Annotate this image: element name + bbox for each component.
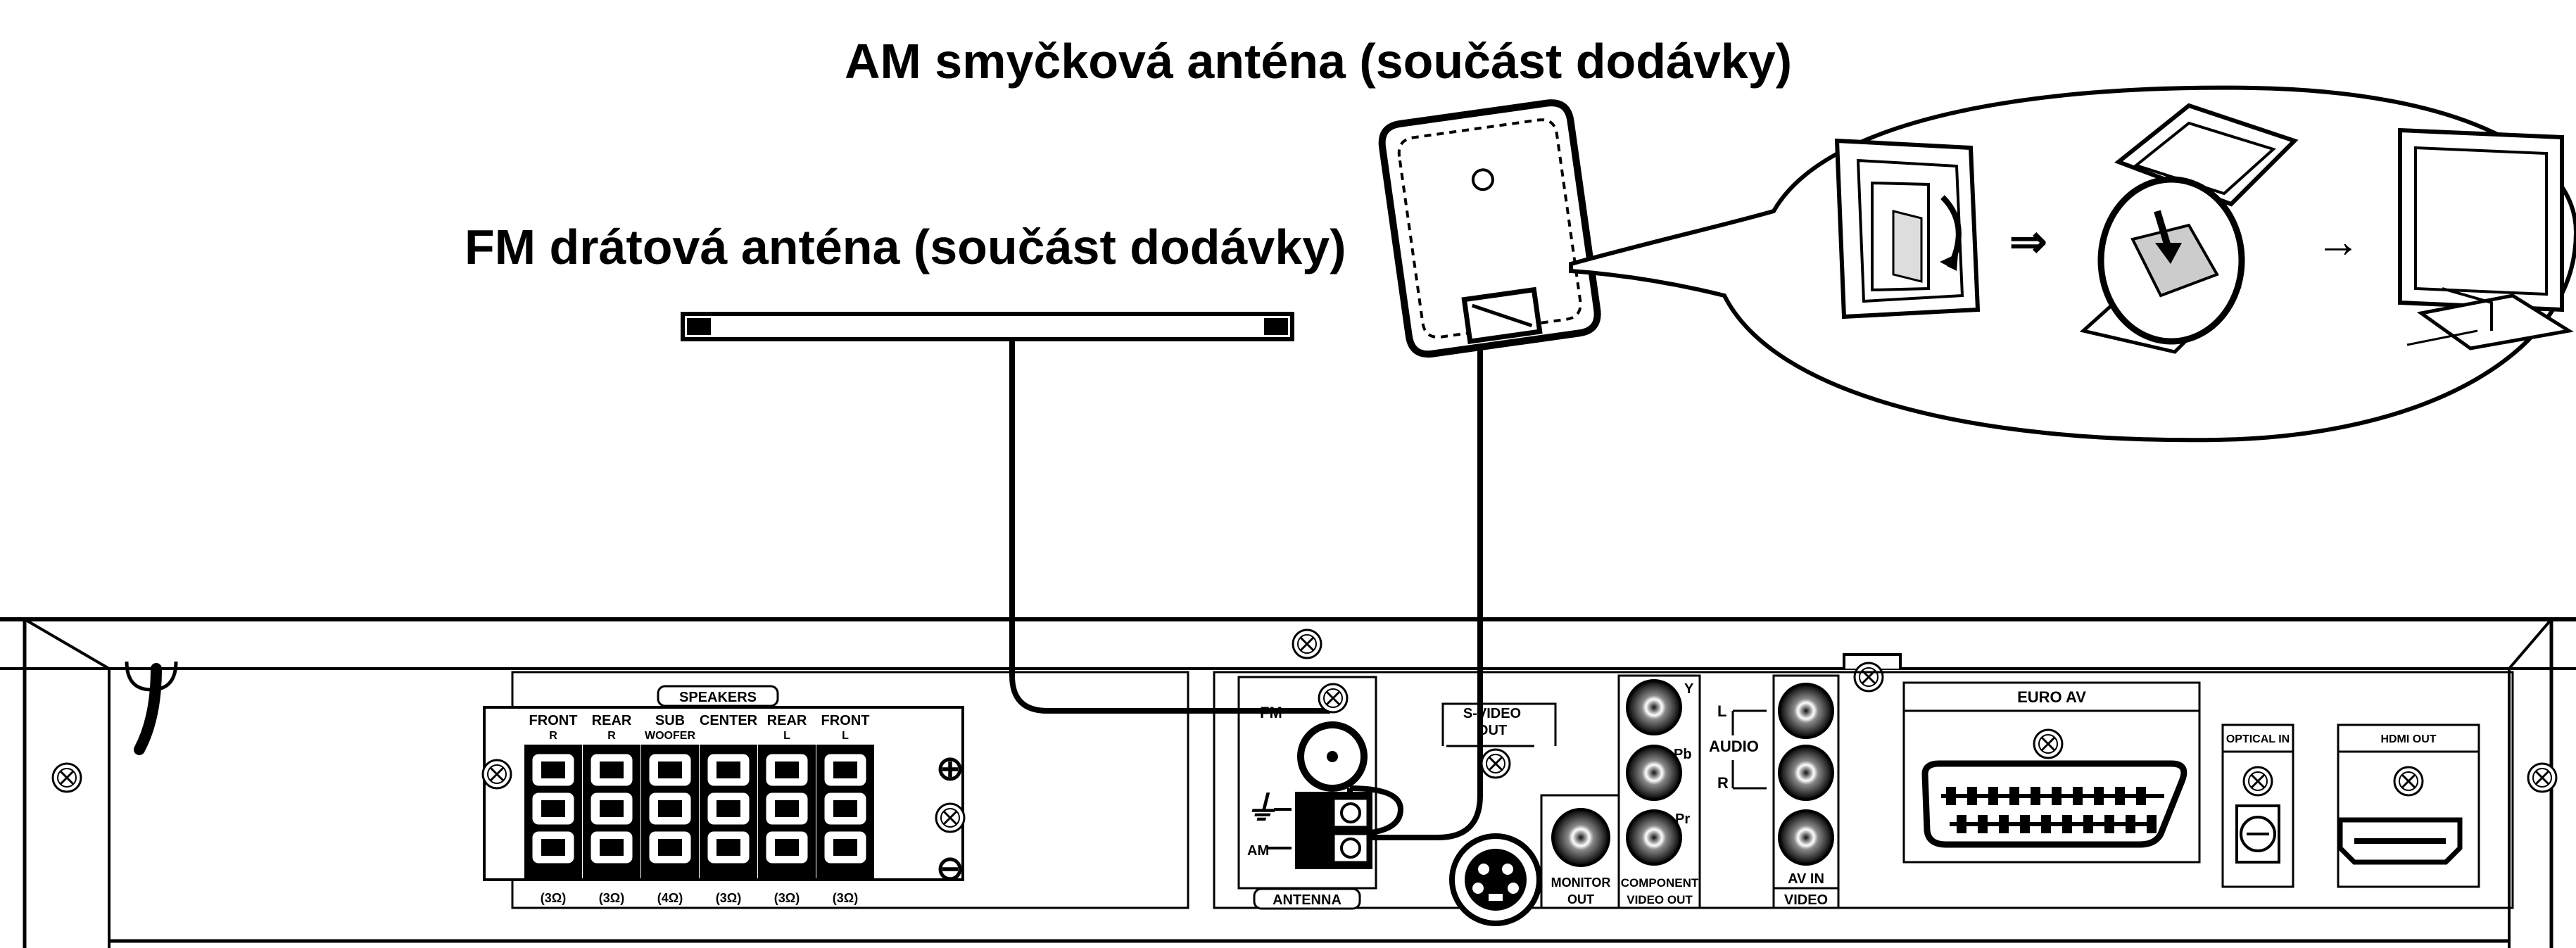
speaker-impedance: (4Ω) bbox=[657, 891, 683, 905]
speaker-impedance: (3Ω) bbox=[599, 891, 624, 905]
am-loop-antenna bbox=[1378, 99, 1601, 358]
io-section: FM ⏚ AM ANTENNA S-VIDEO OUT bbox=[1213, 671, 2514, 926]
avin-label: AV IN bbox=[1788, 871, 1824, 887]
speaker-name-line1: SUB bbox=[655, 713, 685, 728]
hdmi-out-label: HDMI OUT bbox=[2380, 733, 2436, 745]
am-antenna-cable bbox=[1347, 331, 1483, 840]
y-label: Y bbox=[1684, 681, 1694, 697]
component-pb-jack bbox=[1626, 745, 1682, 801]
speaker-impedance: (3Ω) bbox=[716, 891, 741, 905]
svideo-label-line2: OUT bbox=[1477, 723, 1507, 738]
audio-l-label: L bbox=[1717, 702, 1726, 720]
speaker-name-line1: CENTER bbox=[700, 713, 758, 728]
pr-label: Pr bbox=[1675, 811, 1690, 827]
optical-in-label: OPTICAL IN bbox=[2226, 733, 2290, 745]
scart-pin-rail bbox=[1941, 794, 2164, 826]
plus-sign: ⊕ bbox=[936, 750, 964, 788]
speaker-name-line2: R bbox=[549, 730, 557, 742]
pb-label: Pb bbox=[1674, 747, 1692, 762]
step-arrow-1: ⇒ bbox=[2009, 216, 2047, 267]
speaker-name-line1: REAR bbox=[767, 713, 807, 728]
speaker-impedance: (3Ω) bbox=[833, 891, 858, 905]
euro-av-label: EURO AV bbox=[2017, 688, 2086, 706]
minus-sign: ⊖ bbox=[936, 850, 964, 887]
component-y-jack bbox=[1626, 679, 1682, 735]
speaker-name-line1: FRONT bbox=[529, 713, 578, 728]
speakers-header: SPEAKERS bbox=[679, 690, 757, 705]
speaker-terminal bbox=[758, 745, 816, 878]
ground-symbol: ⏚ bbox=[1244, 790, 1278, 828]
audio-r-label: R bbox=[1717, 774, 1729, 792]
speaker-name-line2: L bbox=[842, 730, 849, 742]
svideo-label-line1: S-VIDEO bbox=[1463, 706, 1521, 721]
assembly-callout: ⇒ → bbox=[1569, 85, 2576, 443]
component-pr-jack bbox=[1626, 809, 1682, 866]
step-arrow-2: → bbox=[2316, 216, 2361, 267]
monitor-out-jack bbox=[1551, 808, 1610, 867]
power-cord bbox=[134, 663, 162, 755]
video-label: VIDEO bbox=[1784, 892, 1828, 908]
fm-label: FM bbox=[1260, 704, 1282, 721]
speaker-name-line2: R bbox=[607, 730, 616, 742]
speaker-terminal bbox=[700, 745, 757, 878]
component-label-line2: VIDEO OUT bbox=[1627, 893, 1693, 906]
speaker-name-line2: L bbox=[783, 730, 790, 742]
speaker-name-line2: WOOFER bbox=[645, 730, 695, 742]
speaker-name-line1: REAR bbox=[592, 713, 632, 728]
am-label: AM bbox=[1247, 843, 1269, 859]
audio-label: AUDIO bbox=[1709, 738, 1759, 755]
antenna-label: ANTENNA bbox=[1273, 892, 1341, 908]
unit-rear-panel: SPEAKERS ⊕ ⊖ FM ⏚ bbox=[0, 617, 2576, 948]
fm-antenna-title: FM drátová anténa (součást dodávky) bbox=[465, 220, 1346, 274]
speaker-terminal bbox=[524, 745, 582, 878]
step-1-figure bbox=[1834, 138, 1981, 320]
step-2-figure bbox=[2079, 103, 2299, 354]
speaker-impedance: (3Ω) bbox=[774, 891, 800, 905]
audio-l-jack bbox=[1778, 683, 1834, 739]
speaker-name-line1: FRONT bbox=[821, 713, 870, 728]
step-3-figure bbox=[2398, 127, 2574, 350]
speaker-terminal bbox=[816, 745, 874, 878]
fm-wire-antenna bbox=[681, 312, 1294, 341]
speaker-terminal bbox=[641, 745, 699, 878]
am-antenna-title: AM smyčková anténa (součást dodávky) bbox=[845, 34, 1793, 89]
monitor-label-line1: MONITOR bbox=[1551, 876, 1611, 890]
speaker-impedance: (3Ω) bbox=[541, 891, 566, 905]
monitor-label-line2: OUT bbox=[1567, 892, 1594, 906]
speaker-section: SPEAKERS ⊕ ⊖ bbox=[481, 671, 1189, 909]
video-in-jack bbox=[1778, 809, 1834, 866]
component-label-line1: COMPONENT bbox=[1621, 876, 1699, 890]
fm-antenna-cable bbox=[1009, 339, 1330, 714]
audio-r-jack bbox=[1778, 745, 1834, 801]
speaker-terminal bbox=[583, 745, 640, 878]
